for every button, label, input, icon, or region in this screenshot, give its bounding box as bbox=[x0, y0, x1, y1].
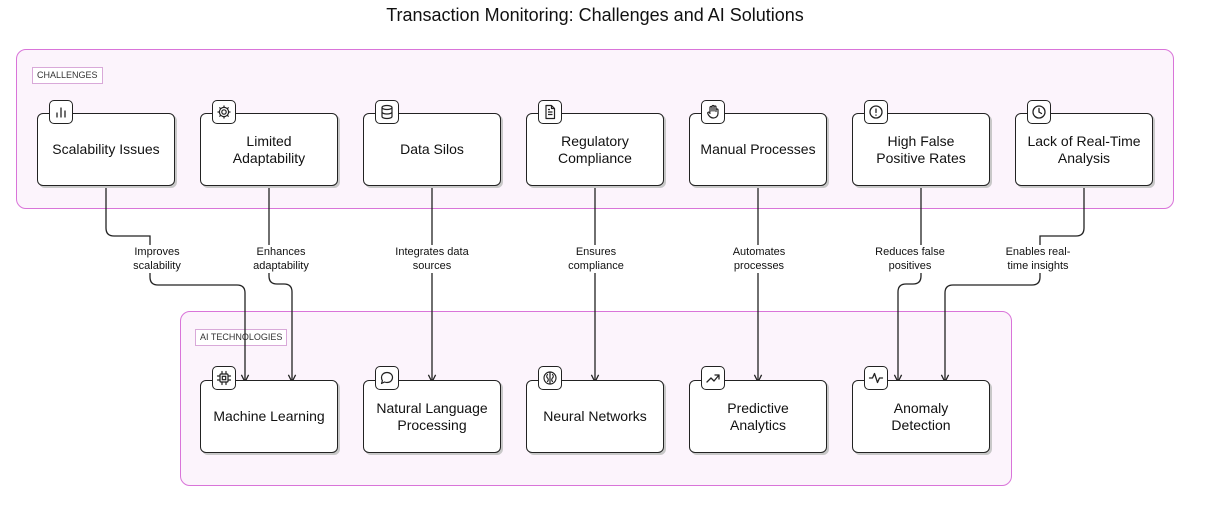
challenge-node-label: Scalability Issues bbox=[52, 141, 160, 157]
challenge-node-label: Regulatory Compliance bbox=[558, 132, 632, 166]
clock-icon bbox=[1027, 100, 1051, 124]
edge-label-reduces-false-positives: Reduces false positives bbox=[862, 245, 958, 273]
trend-up-icon bbox=[701, 366, 725, 390]
edge-label-enhances-adaptability: Enhances adaptability bbox=[244, 245, 318, 273]
challenge-node-label: High False Positive Rates bbox=[876, 132, 966, 166]
chat-bubble-icon bbox=[375, 366, 399, 390]
challenge-node-label: Limited Adaptability bbox=[232, 132, 306, 166]
edge-adaptability-to-ml bbox=[268, 187, 292, 382]
edge-scalability-to-ml bbox=[105, 187, 245, 382]
ai-node-neural-networks[interactable]: Neural Networks bbox=[526, 380, 664, 453]
gear-icon bbox=[212, 100, 236, 124]
ai-node-anomaly-detection[interactable]: Anomaly Detection bbox=[852, 380, 990, 453]
challenge-node-high-false-positive-rates[interactable]: High False Positive Rates bbox=[852, 113, 990, 186]
document-icon bbox=[538, 100, 562, 124]
challenge-node-regulatory-compliance[interactable]: Regulatory Compliance bbox=[526, 113, 664, 186]
ai-node-label: Neural Networks bbox=[543, 408, 647, 424]
edge-realtime-to-anomaly bbox=[945, 187, 1085, 382]
brain-icon bbox=[538, 366, 562, 390]
edge-label-integrates-data-sources: Integrates data sources bbox=[384, 245, 480, 273]
alert-circle-icon bbox=[864, 100, 888, 124]
diagram-title: Transaction Monitoring: Challenges and A… bbox=[386, 5, 804, 25]
database-icon bbox=[375, 100, 399, 124]
edge-falsepositive-to-anomaly bbox=[898, 187, 922, 382]
ai-node-predictive-analytics[interactable]: Predictive Analytics bbox=[689, 380, 827, 453]
ai-node-label: Machine Learning bbox=[213, 408, 325, 424]
challenge-node-data-silos[interactable]: Data Silos bbox=[363, 113, 501, 186]
challenge-node-scalability-issues[interactable]: Scalability Issues bbox=[37, 113, 175, 186]
bar-chart-icon bbox=[49, 100, 73, 124]
hand-icon bbox=[701, 100, 725, 124]
edge-label-automates-processes: Automates processes bbox=[718, 245, 800, 273]
edge-label-enables-real-time-insights: Enables real-time insights bbox=[994, 245, 1082, 273]
challenges-group-label: CHALLENGES bbox=[32, 67, 103, 84]
ai-node-label: Natural Language Processing bbox=[376, 399, 488, 433]
ai-node-label: Predictive Analytics bbox=[727, 399, 789, 433]
pulse-icon bbox=[864, 366, 888, 390]
challenge-node-lack-of-real-time-analysis[interactable]: Lack of Real-Time Analysis bbox=[1015, 113, 1153, 186]
challenge-node-manual-processes[interactable]: Manual Processes bbox=[689, 113, 827, 186]
ai-node-natural-language-processing[interactable]: Natural Language Processing bbox=[363, 380, 501, 453]
challenge-node-limited-adaptability[interactable]: Limited Adaptability bbox=[200, 113, 338, 186]
ai-technologies-group-label: AI TECHNOLOGIES bbox=[195, 329, 288, 346]
ai-node-machine-learning[interactable]: Machine Learning bbox=[200, 380, 338, 453]
edge-label-improves-scalability: Improves scalability bbox=[122, 245, 192, 273]
edge-label-ensures-compliance: Ensures compliance bbox=[556, 245, 636, 273]
challenge-node-label: Lack of Real-Time Analysis bbox=[1027, 132, 1141, 166]
challenge-node-label: Data Silos bbox=[400, 141, 464, 157]
ai-node-label: Anomaly Detection bbox=[891, 399, 951, 433]
cpu-icon bbox=[212, 366, 236, 390]
challenge-node-label: Manual Processes bbox=[700, 141, 816, 157]
